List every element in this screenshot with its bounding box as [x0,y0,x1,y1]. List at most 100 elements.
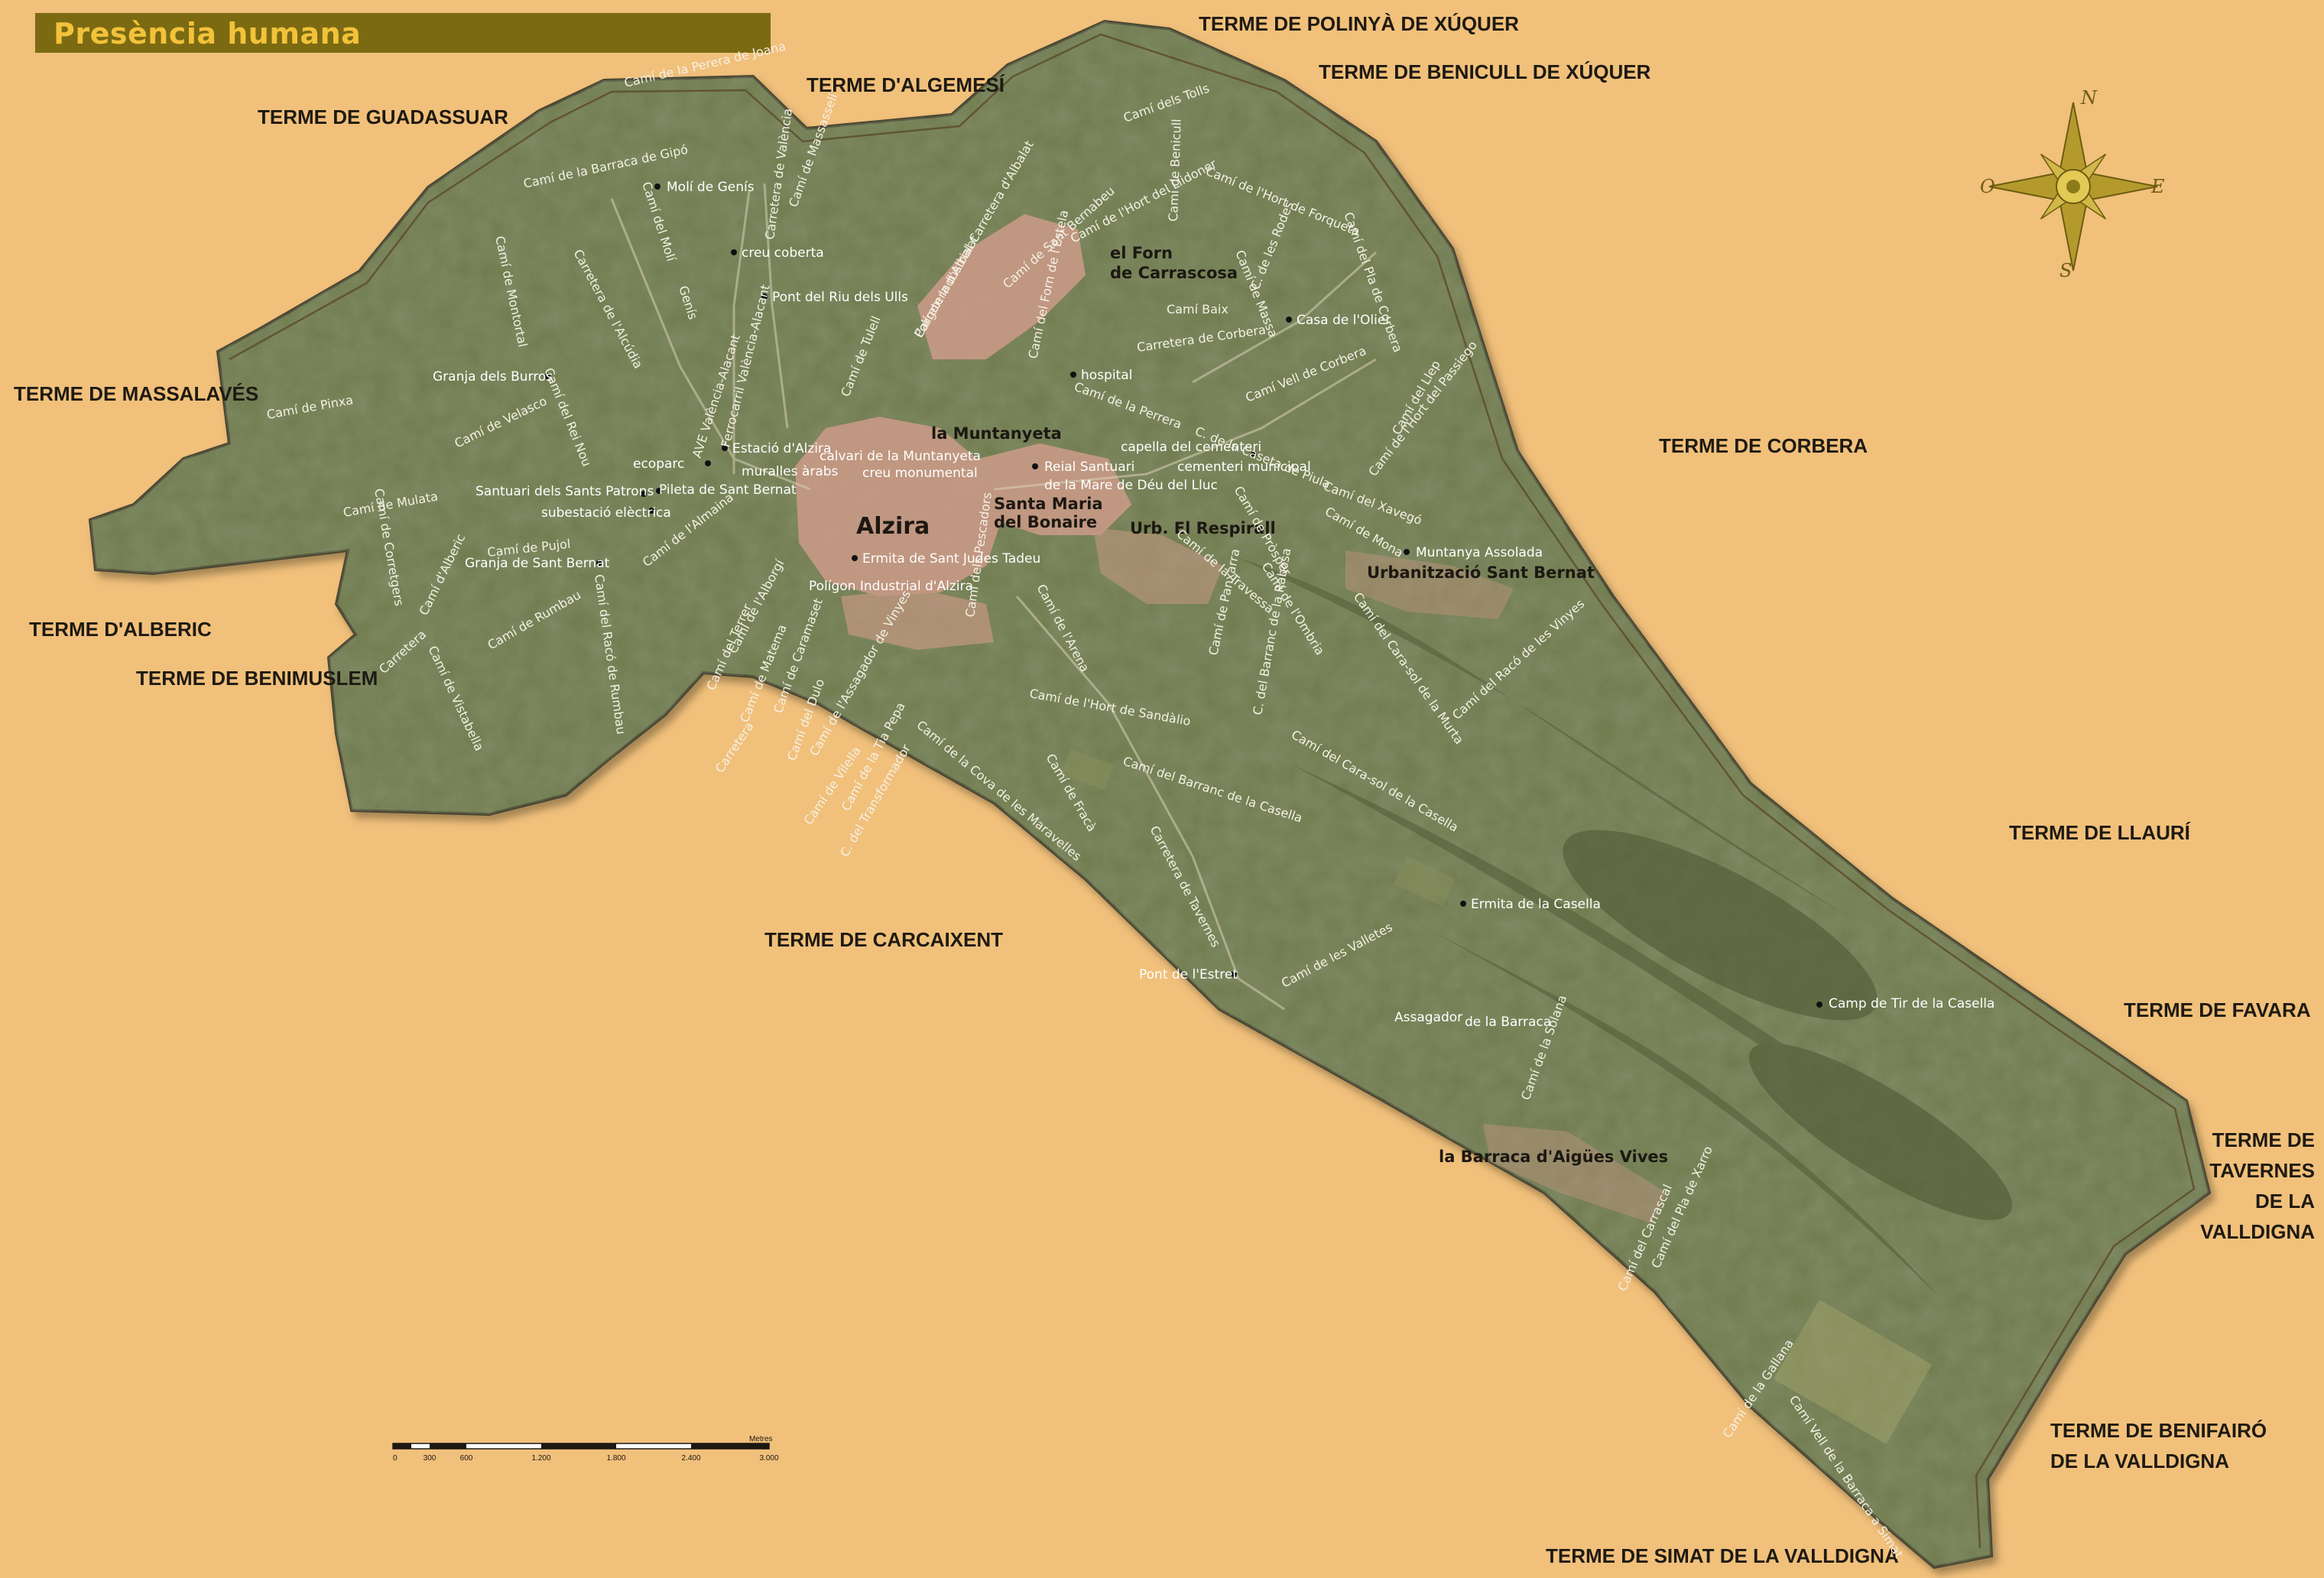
svg-text:subestació elèctrica: subestació elèctrica [541,505,671,521]
place-muntanya-assolada: Muntanya Assolada [1404,545,1543,560]
place-pont-riu-ulls: Pont del Riu dels Ulls [761,290,908,305]
svg-text:Ermita de la Casella: Ermita de la Casella [1471,897,1601,912]
compass-e: E [2150,176,2165,197]
place-pileta: Pileta de Sant Bernat [656,482,797,498]
svg-text:Reial Santuari: Reial Santuari [1044,459,1134,475]
svg-text:Pileta de Sant Bernat: Pileta de Sant Bernat [659,482,797,498]
place-granja-sant-bernat: Granja de Sant Bernat [465,556,610,571]
terme-tavernes: TERME DE TAVERNES DE LA VALLDIGNA [2200,1128,2315,1243]
place-subestacio: subestació elèctrica [541,505,671,521]
mountain-ridges [1238,558,2013,1300]
svg-text:Muntanya Assolada: Muntanya Assolada [1416,545,1543,560]
terme-label-line: VALLDIGNA [2200,1220,2315,1243]
place-camp-tir: Camp de Tir de la Casella [1816,996,1995,1011]
urban-respirall [1093,528,1223,604]
place-capella-cementeri: capella del cementeri [1121,440,1261,455]
major-place-label: Santa Maria [994,495,1103,513]
road-label: Camí Baix [1167,302,1229,317]
compass-o: O [1980,176,1995,197]
svg-text:Camp de Tir de la Casella: Camp de Tir de la Casella [1829,996,1995,1011]
place-granja-burros: Granja dels Burros [433,369,553,385]
major-places: Alzira la Muntanyeta Santa Maria del Bon… [856,244,1668,1166]
major-place-label: de Carrascosa [1110,264,1238,282]
inner-boundary [229,33,2196,1549]
place-creu-coberta: creu coberta [731,245,824,261]
svg-text:Casa de l'Olier: Casa de l'Olier [1297,313,1391,328]
place-hospital: hospital [1070,368,1132,383]
terme-label: TERME D'ALBERIC [29,618,212,641]
places: Molí de Genís creu coberta Pont del Riu … [433,180,1995,1030]
svg-text:creu coberta: creu coberta [742,245,824,261]
svg-text:Assagador: Assagador [1394,1010,1462,1025]
scale-tick-label: 1.800 [606,1454,625,1463]
place-casa-olier: Casa de l'Olier [1286,313,1391,328]
scale-unit: Metres [749,1435,773,1443]
territory [88,19,2212,1570]
major-place-label: Alzira [856,513,930,540]
terme-label: TERME DE FAVARA [2124,998,2311,1021]
major-place-label: el Forn [1110,244,1173,262]
place-ermita-casella: Ermita de la Casella [1460,897,1601,912]
place-reial-santuari: Reial Santuari [1032,459,1134,475]
place-calvari: calvari de la Muntanyeta [820,449,981,464]
svg-text:creu monumental: creu monumental [862,466,978,481]
scale-tick-label: 600 [460,1454,473,1463]
svg-text:calvari de la Muntanyeta: calvari de la Muntanyeta [820,449,981,464]
road-label: Camí de Benicull [1166,119,1184,222]
place-muralles: muralles àrabs [742,464,839,479]
place-poligon-alzira: Polígon Industrial d'Alzira [809,579,973,594]
svg-text:Pont de l'Estret: Pont de l'Estret [1139,967,1238,982]
terme-label: TERME DE BENICULL DE XÚQUER [1319,60,1651,83]
terme-label-line: TERME DE BENIFAIRÓ [2050,1419,2267,1442]
svg-text:hospital: hospital [1081,368,1132,383]
terme-label: TERME DE BENIMUSLEM [136,667,378,690]
scale-tick-label: 3.000 [759,1454,778,1463]
terme-label: TERME DE CARCAIXENT [764,928,1003,951]
svg-text:de la Barraca: de la Barraca [1465,1015,1551,1030]
svg-text:de la Mare de Déu del Lluc: de la Mare de Déu del Lluc [1044,478,1218,493]
scale-tick-label: 300 [424,1454,437,1463]
place-pont-estret: Pont de l'Estret [1139,967,1238,982]
place-ecoparc: ecoparc [633,456,711,472]
compass-rose: N E S O [1980,87,2165,281]
place-creu-monumental: creu monumental [862,466,978,481]
map-title: Presència humana [54,17,362,50]
title-bar: Presència humana [35,13,771,53]
urban-alzira [795,417,1001,596]
compass-s: S [2059,260,2072,281]
urban-areas [795,214,1667,1223]
major-place-label: la Muntanyeta [931,424,1062,443]
svg-text:muralles àrabs: muralles àrabs [742,464,839,479]
terme-label: TERME DE GUADASSUAR [258,106,508,128]
road-label: Carretera [712,719,757,776]
termes-labels: TERME DE POLINYÀ DE XÚQUER TERME DE BENI… [14,12,2315,1567]
terrain-texture [90,21,2209,1567]
svg-text:Granja dels Burros: Granja dels Burros [433,369,553,385]
place-sant-judes: Ermita de Sant Judes Tadeu [852,551,1040,567]
svg-text:Polígon Industrial d'Alzira: Polígon Industrial d'Alzira [809,579,973,594]
major-place-label: Urbanització Sant Bernat [1367,563,1595,582]
place-estacio: Estació d'Alzira [722,441,831,456]
svg-text:Granja de Sant Bernat: Granja de Sant Bernat [465,556,610,571]
svg-text:Pont del Riu dels Ulls: Pont del Riu dels Ulls [772,290,908,305]
terme-label: TERME DE MASSALAVÉS [14,382,258,405]
terme-label: TERME DE SIMAT DE LA VALLDIGNA [1546,1544,1899,1567]
svg-text:Estació d'Alzira: Estació d'Alzira [732,441,831,456]
terme-label: TERME DE POLINYÀ DE XÚQUER [1199,12,1519,35]
main-road-lines [610,183,1378,1011]
place-assagador: Assagador [1394,1010,1462,1025]
svg-text:Ermita de Sant Judes Tadeu: Ermita de Sant Judes Tadeu [862,551,1040,567]
place-cementeri: cementeri municipal [1177,451,1311,475]
place-de-la-barraca: de la Barraca [1465,1015,1551,1030]
major-place-label: la Barraca d'Aigües Vives [1439,1148,1668,1166]
place-moli-genis: Molí de Genís [654,180,755,195]
terme-label-line: DE LA [2255,1190,2315,1213]
scale-tick-label: 2.400 [681,1454,700,1463]
urban-poligon-alzira [841,589,994,650]
place-santuari-patrons: Santuari dels Sants Patrons [476,484,654,499]
svg-text:Santuari dels Sants Patrons: Santuari dels Sants Patrons [476,484,654,499]
urban-sant-bernat [1345,550,1514,619]
